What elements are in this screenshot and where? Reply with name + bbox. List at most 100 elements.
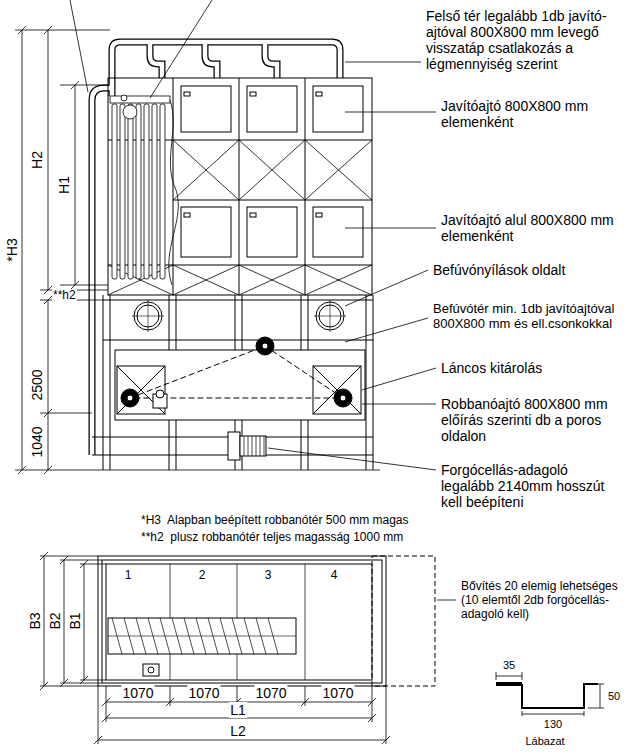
dimension-lines <box>60 85 108 86</box>
leader-lines <box>345 270 428 306</box>
chain-conveyor <box>262 343 268 349</box>
plan-view <box>372 556 435 686</box>
note-text: **h2 plusz robbanótér teljes magasság 10… <box>140 531 404 545</box>
leader-lines <box>437 600 456 601</box>
dimension-label: 1040 <box>29 425 45 458</box>
chain-conveyor <box>340 395 346 401</box>
plan-view <box>108 618 296 654</box>
chain-conveyor <box>334 389 352 407</box>
callout-text: Befúvótér min. 1db javítóajtóval 800X800… <box>432 302 642 332</box>
doors <box>247 86 297 132</box>
doors <box>250 213 256 217</box>
dimension-label: L1 <box>229 702 247 718</box>
legs <box>103 295 373 470</box>
leader-lines <box>345 228 436 229</box>
rotary-valve <box>92 432 373 460</box>
inlet-chamber <box>314 300 346 332</box>
plan-view <box>102 560 382 683</box>
housing <box>305 78 306 295</box>
leader-lines <box>70 0 88 92</box>
chain-conveyor <box>121 389 139 407</box>
filter-bags <box>128 104 133 279</box>
braces <box>173 140 372 200</box>
housing <box>239 78 240 295</box>
note-text: *H3 Alapban beépített robbanótér 500 mm … <box>140 514 410 528</box>
plan-dimensions <box>40 686 98 687</box>
leader-lines <box>362 368 436 390</box>
inlet-chamber <box>103 300 373 340</box>
base-profile <box>496 672 604 716</box>
dimension-label: 2500 <box>29 368 45 401</box>
chain-conveyor <box>256 337 274 355</box>
leader-lines <box>268 448 436 470</box>
doors <box>316 92 322 96</box>
dimension-lines <box>22 30 23 470</box>
inlet-chamber <box>103 340 373 341</box>
chain-conveyor <box>313 366 361 414</box>
chain-conveyor <box>313 366 361 414</box>
legs <box>103 295 373 470</box>
doors <box>316 213 322 217</box>
dimension-lines <box>44 26 52 294</box>
element-number: 3 <box>264 569 273 583</box>
dimension-lines <box>60 285 108 286</box>
dimension-lines <box>15 26 380 474</box>
dimension-lines <box>71 81 79 289</box>
dimension-lines <box>75 85 76 285</box>
filter-bags <box>121 95 127 101</box>
chain-conveyor <box>130 346 343 398</box>
base-profile <box>496 672 522 680</box>
dimension-label: 50 <box>607 690 621 703</box>
plan-dimensions <box>64 560 65 683</box>
plan-dimensions <box>44 556 45 686</box>
dimension-label: 130 <box>543 718 563 731</box>
base-profile <box>496 682 522 686</box>
part-name: Lábazat <box>524 735 565 748</box>
housing <box>108 78 372 295</box>
dimension-lines <box>44 296 52 474</box>
doors <box>184 92 190 96</box>
doors <box>181 86 363 257</box>
filter-bags <box>110 96 170 103</box>
dimension-label: B2 <box>47 611 63 630</box>
plan-dimensions <box>40 556 98 557</box>
rotary-valve <box>240 436 266 456</box>
callout-text: Javítóajtó alul 800X800 mm elemenként <box>440 212 637 244</box>
chain-conveyor <box>127 395 133 401</box>
callout-text: Láncos kitárolás <box>440 360 543 376</box>
filter-bags <box>152 104 157 279</box>
base-profile <box>588 684 604 708</box>
doors <box>181 86 231 132</box>
plan-view <box>98 556 435 686</box>
doors <box>313 207 363 257</box>
plan-view <box>106 564 372 680</box>
filter-bags <box>136 104 141 279</box>
inlet-chamber <box>103 300 373 301</box>
dimension-label: 35 <box>502 659 516 672</box>
doors <box>250 92 256 96</box>
callout-text: Forgócellás-adagoló legalább 2140mm hoss… <box>440 462 622 510</box>
filter-bags <box>112 104 117 279</box>
dimension-label: H2 <box>29 150 45 170</box>
dimension-lines <box>15 470 380 471</box>
filter-bags <box>110 95 178 285</box>
dimension-lines <box>48 30 49 290</box>
plan-view <box>148 667 154 673</box>
note-text: Bővítés 20 elemig lehetséges (10 elemtől… <box>460 580 637 621</box>
callout-text: Robbanóajtó 800X800 mm előírás szerinti … <box>440 396 642 444</box>
base-profile <box>522 684 598 708</box>
dimension-label: **h2 <box>52 289 77 303</box>
dimension-label: 1070 <box>321 685 354 701</box>
filter-bags <box>160 104 165 279</box>
plan-dimensions <box>84 564 85 680</box>
chain-conveyor <box>115 350 365 420</box>
element-number: 4 <box>330 569 339 583</box>
plan-dimensions <box>40 552 390 744</box>
inlet-chamber <box>132 300 164 332</box>
dimension-label: *H3 <box>4 237 20 262</box>
element-number: 2 <box>198 569 207 583</box>
dimension-label: 1070 <box>187 685 220 701</box>
callout-text: Felső tér legalább 1db javító- ajtóval 8… <box>425 8 632 72</box>
plan-view <box>143 664 159 676</box>
